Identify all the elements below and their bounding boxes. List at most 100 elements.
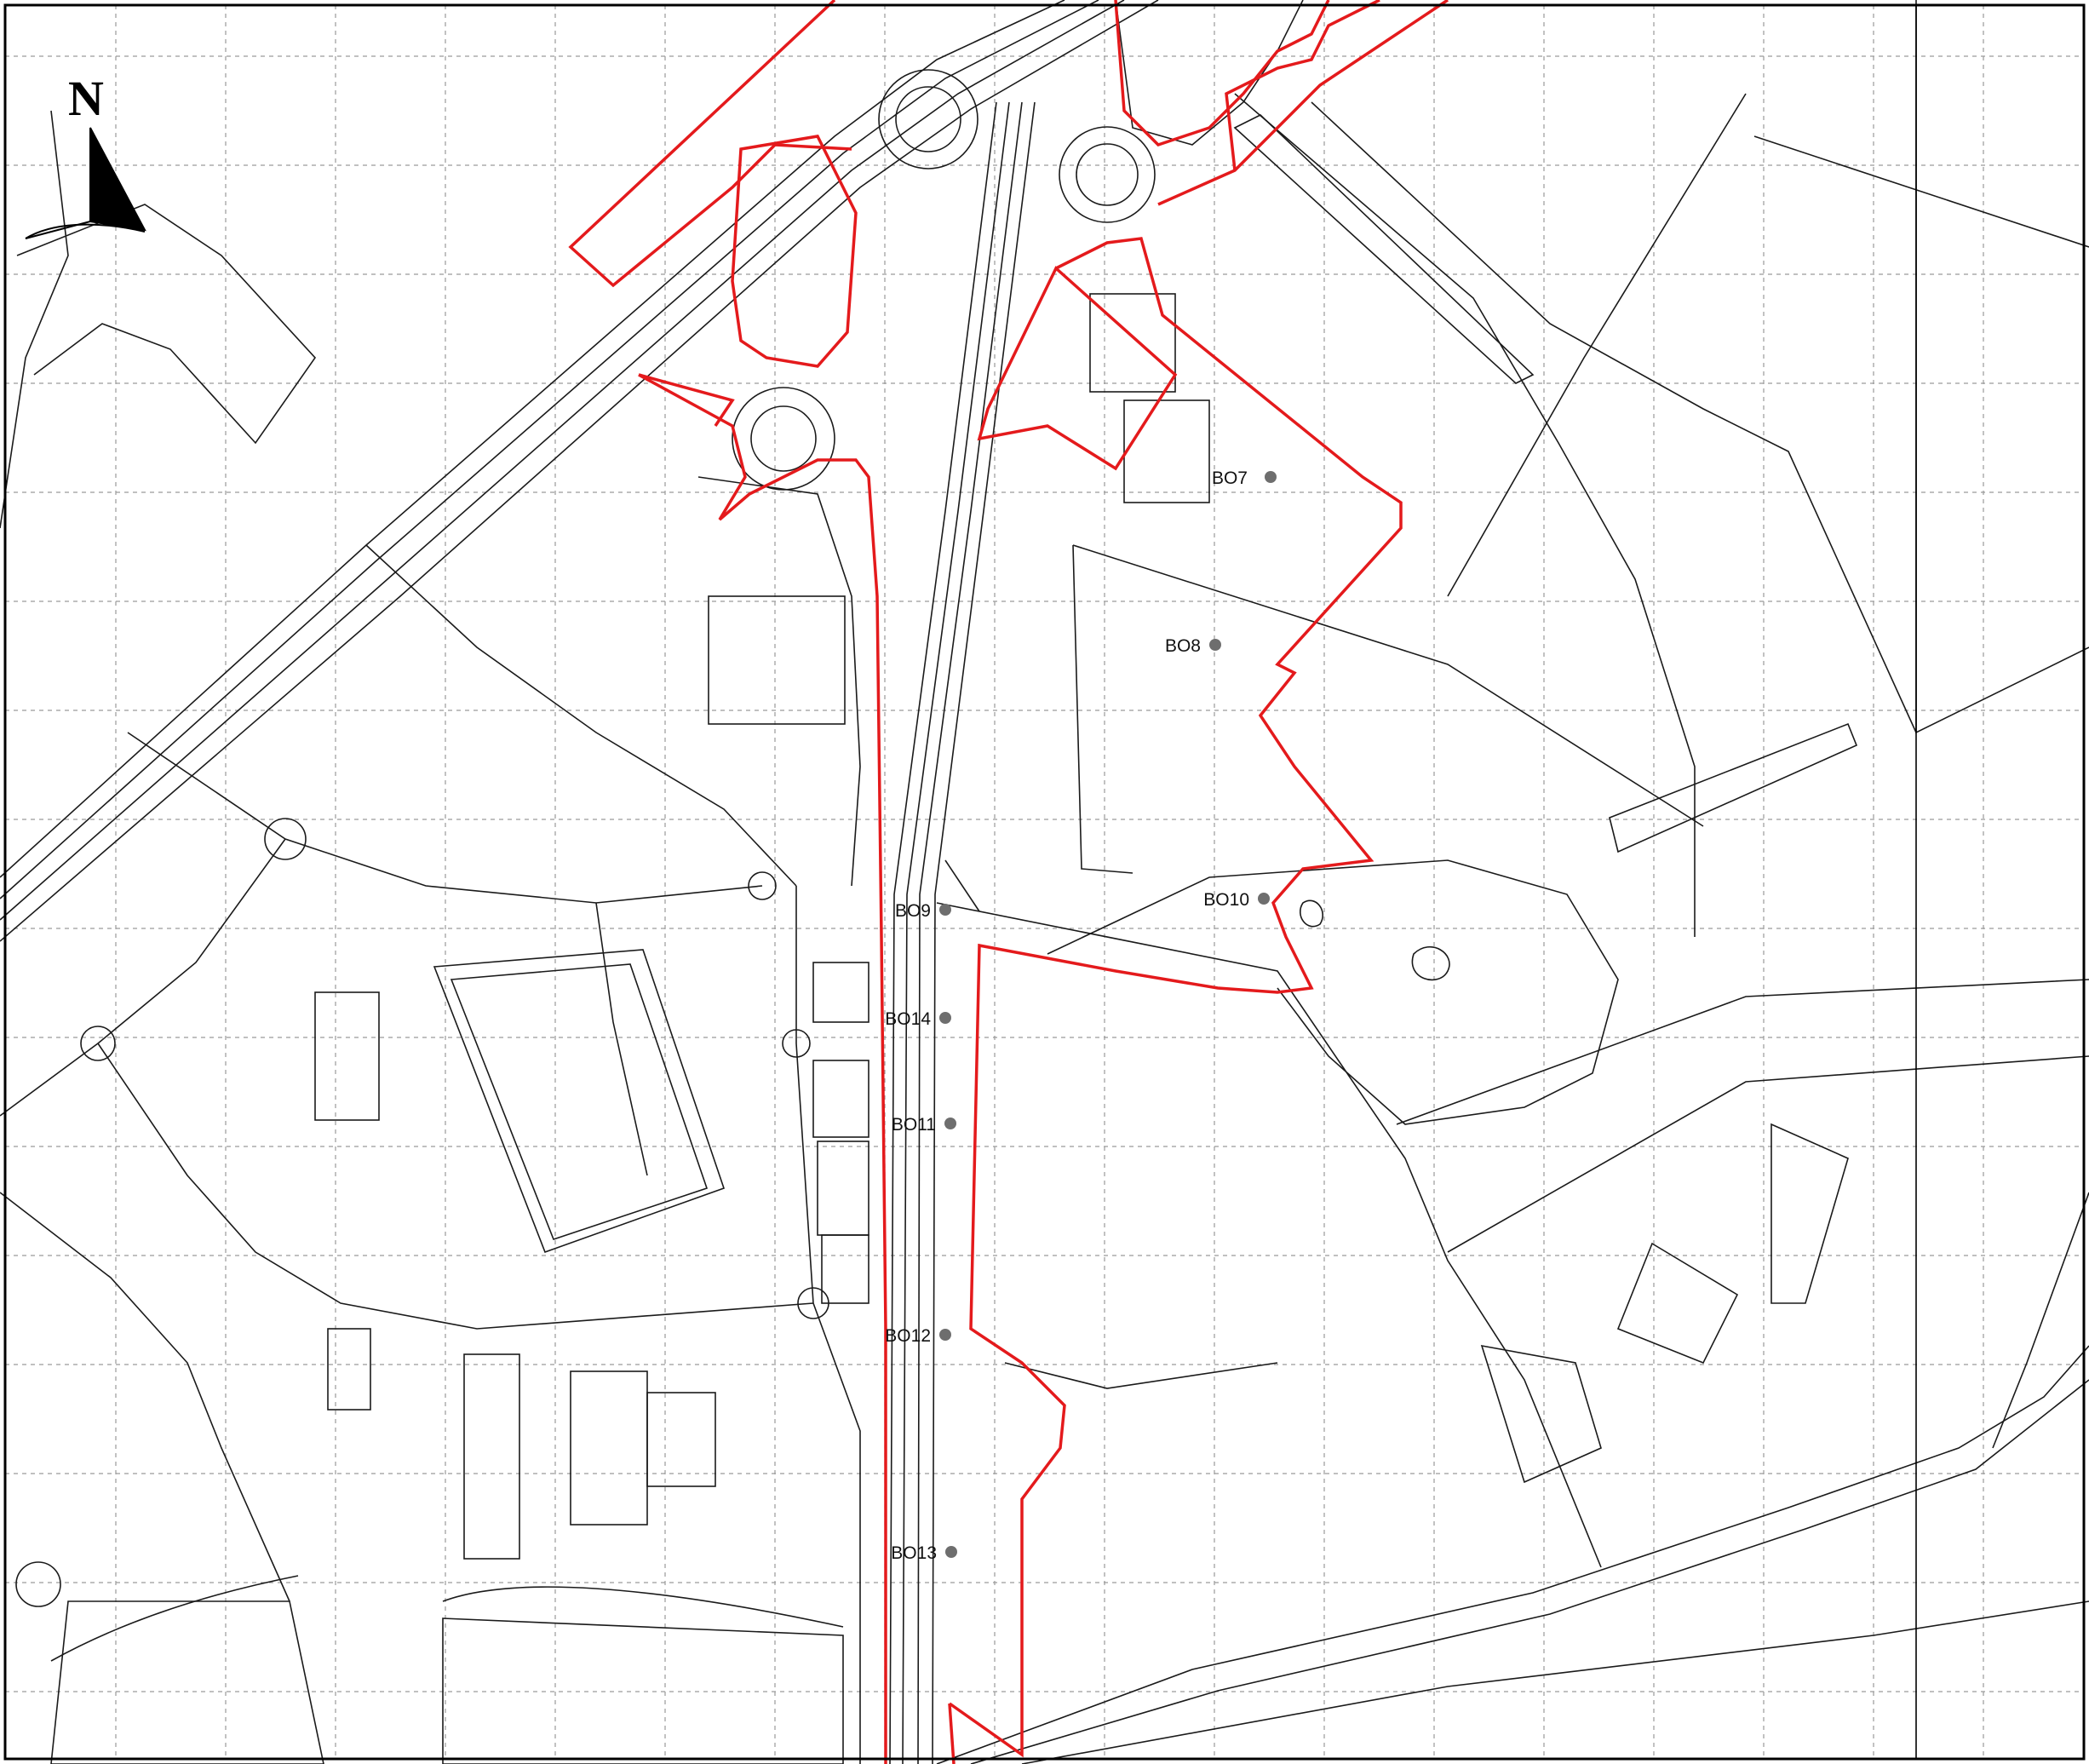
pond-2 bbox=[1300, 899, 1323, 928]
site-boundary-north-2 bbox=[1157, 0, 1449, 206]
dual-carriageway-lane-2 bbox=[917, 101, 1023, 1764]
field-boundary-9 bbox=[1770, 1123, 1849, 1304]
monitoring-point-marker bbox=[945, 1546, 957, 1558]
monitoring-point-label: BO13 bbox=[891, 1543, 937, 1563]
estate-southwest-block bbox=[50, 1600, 324, 1764]
monitoring-point-label: BO9 bbox=[895, 901, 931, 921]
monitoring-point-bo8: BO8 bbox=[1165, 636, 1221, 656]
site-boundaries bbox=[568, 0, 1449, 1764]
field-boundary-7 bbox=[1396, 979, 2089, 1125]
monitoring-point-marker bbox=[939, 904, 951, 916]
motorway-lane-1 bbox=[0, 0, 1099, 899]
roundabout-north-2-outer bbox=[1059, 126, 1156, 223]
map-frame bbox=[3, 3, 2086, 1761]
roundabout-centre bbox=[750, 405, 817, 472]
building-unit-2 bbox=[812, 1060, 869, 1138]
monitoring-point-label: BO7 bbox=[1212, 468, 1248, 488]
monitoring-point-bo7: BO7 bbox=[1212, 468, 1277, 488]
roundabout-west bbox=[264, 818, 307, 860]
river-corridor-2 bbox=[970, 1379, 2089, 1764]
pond bbox=[1411, 945, 1450, 981]
building-north-2 bbox=[1123, 399, 1210, 503]
field-boundary-12 bbox=[1021, 1600, 2089, 1764]
grid-lines bbox=[5, 5, 2084, 1759]
building-unit-4 bbox=[821, 1234, 869, 1304]
monitoring-point-marker bbox=[939, 1329, 951, 1341]
field-boundary-5 bbox=[1047, 859, 1619, 1125]
building-block-w bbox=[314, 991, 380, 1121]
local-road-1 bbox=[127, 732, 763, 904]
service-area-north bbox=[1115, 0, 1304, 146]
monitoring-point-label: BO8 bbox=[1165, 636, 1201, 656]
north-label: N bbox=[68, 71, 104, 126]
building-large-retail bbox=[433, 949, 726, 1254]
monitoring-point-marker bbox=[944, 1118, 956, 1129]
field-boundary-11 bbox=[1480, 1344, 1602, 1484]
monitoring-point-marker bbox=[939, 1012, 951, 1024]
estate-south-road-2 bbox=[50, 1575, 299, 1662]
site-boundary-north bbox=[1114, 0, 1330, 147]
roundabout-services bbox=[748, 871, 777, 900]
access-track-north bbox=[1072, 544, 1133, 874]
field-boundary-8 bbox=[1447, 1055, 2089, 1253]
field-boundary-3 bbox=[1753, 135, 2089, 248]
site-boundary-main-east bbox=[948, 237, 1403, 1758]
monitoring-point-bo11: BO11 bbox=[892, 1115, 956, 1135]
estate-northwest-road-2 bbox=[0, 110, 69, 529]
site-boundary-north-3 bbox=[1225, 0, 1380, 171]
site-boundary-access-2 bbox=[638, 373, 735, 427]
estate-northwest-road bbox=[16, 204, 317, 445]
building-superstore bbox=[708, 595, 846, 725]
roundabout-southwest bbox=[80, 1026, 116, 1061]
monitoring-point-label: BO11 bbox=[892, 1115, 936, 1135]
monitoring-point-label: BO14 bbox=[885, 1009, 931, 1029]
monitoring-point-label: BO12 bbox=[885, 1326, 931, 1346]
field-boundary-6 bbox=[936, 902, 1602, 1568]
track-north-east bbox=[1234, 93, 1696, 937]
former-runway bbox=[1233, 114, 1535, 384]
field-boundary-14 bbox=[1992, 1192, 2089, 1449]
building-block-sw-2 bbox=[327, 1328, 371, 1411]
monitoring-point-label: BO10 bbox=[1203, 890, 1249, 910]
local-road-3 bbox=[365, 544, 797, 887]
dual-carriageway-west bbox=[889, 101, 997, 1764]
monitoring-point-marker bbox=[1265, 471, 1277, 483]
dual-carriageway-lane-1 bbox=[902, 101, 1010, 1764]
track-north-east-2 bbox=[1311, 101, 1917, 733]
river-corridor bbox=[936, 1345, 2089, 1764]
roundabout-north-2 bbox=[1076, 143, 1139, 206]
dual-carriageway-east bbox=[932, 101, 1036, 1764]
building-unit-1 bbox=[812, 962, 869, 1023]
roundabout-south-west-edge bbox=[15, 1561, 61, 1607]
monitoring-point-marker bbox=[1209, 639, 1221, 651]
site-boundary-northeast-field bbox=[977, 266, 1178, 471]
building-warehouse-south-2 bbox=[646, 1392, 716, 1487]
airstrip bbox=[1609, 722, 1858, 853]
local-road-5 bbox=[795, 886, 861, 1764]
local-road-2 bbox=[0, 838, 286, 1117]
local-road-7 bbox=[595, 902, 648, 1176]
site-boundary-motorway-strip bbox=[568, 0, 852, 288]
roundabout-north-1-outer bbox=[878, 69, 979, 170]
field-boundary-13 bbox=[1004, 1362, 1278, 1389]
motorway-south-edge bbox=[0, 0, 1159, 942]
building-block-sw bbox=[463, 1353, 520, 1560]
monitoring-point-bo13: BO13 bbox=[891, 1543, 957, 1563]
north-arrow-arc bbox=[25, 223, 146, 239]
site-boundary-south-edge bbox=[948, 1703, 956, 1764]
monitoring-point-marker bbox=[1258, 893, 1270, 905]
field-boundary-4 bbox=[1072, 544, 1704, 827]
building-north-1 bbox=[1089, 293, 1176, 393]
access-track-2 bbox=[944, 859, 980, 912]
monitoring-point-bo9: BO9 bbox=[895, 901, 951, 921]
estate-south-road bbox=[442, 1586, 844, 1628]
roundabout-north-1 bbox=[895, 86, 961, 152]
site-boundary-access bbox=[638, 373, 887, 1764]
site-boundary-services bbox=[731, 135, 858, 368]
monitoring-point-bo14: BO14 bbox=[885, 1009, 951, 1029]
local-road-8 bbox=[697, 476, 861, 887]
